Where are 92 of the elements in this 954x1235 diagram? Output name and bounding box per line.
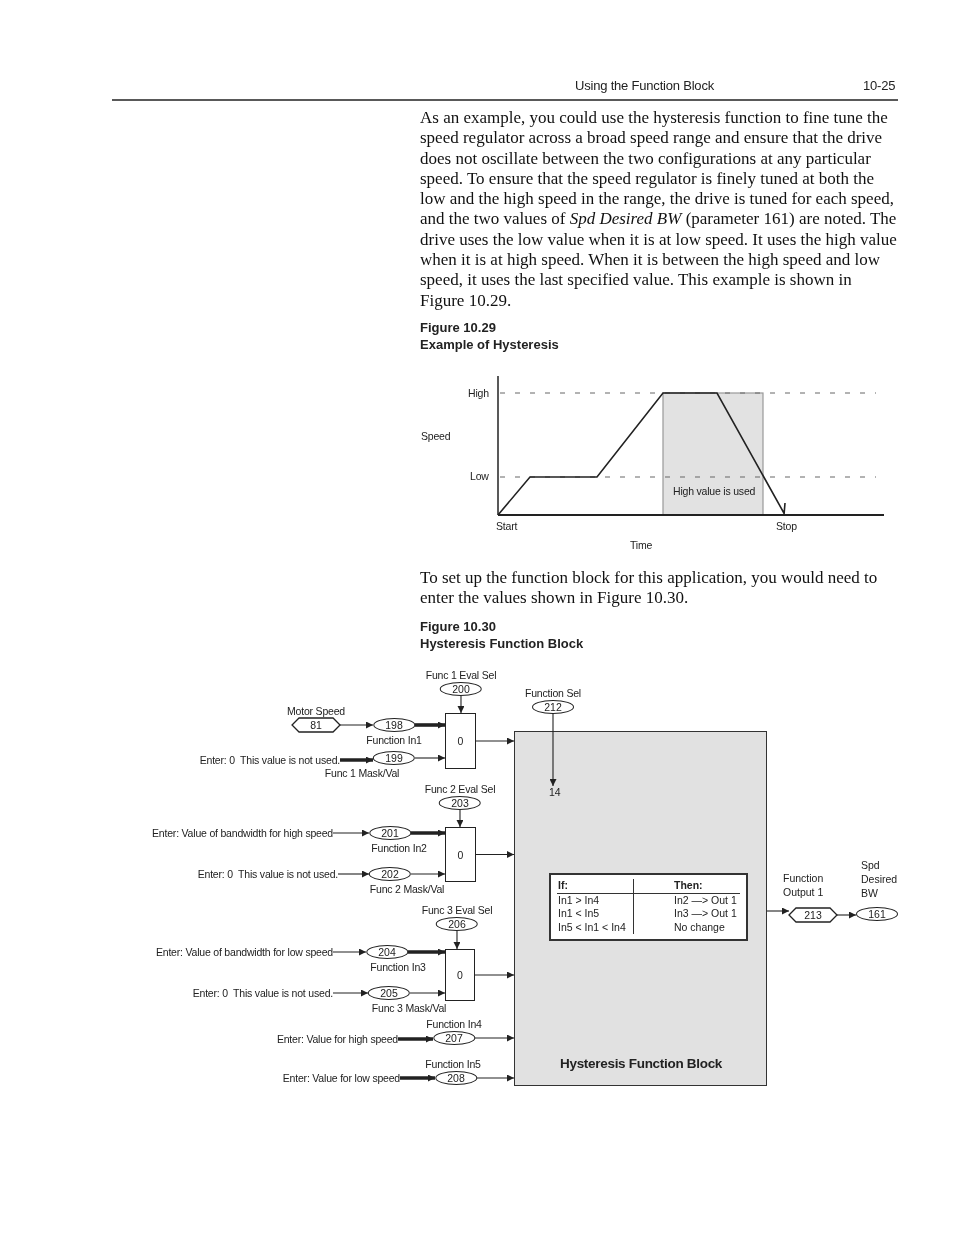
column-header: Then: <box>634 879 740 894</box>
parameter-oval: 199 <box>373 751 415 765</box>
figure-title: Hysteresis Function Block <box>420 636 584 651</box>
input-note: Enter: Value for high speed <box>276 1033 398 1045</box>
input-note: Enter: 0 This value is not used. <box>192 987 333 999</box>
arrow <box>410 870 446 878</box>
input-note: Enter: 0 This value is not used. <box>197 868 338 880</box>
axis-title: Speed <box>421 430 451 442</box>
table-cell: In1 > In4 <box>557 893 634 907</box>
parameter-oval: 161 <box>856 907 898 921</box>
selector-box: 0 <box>445 827 476 882</box>
arrow <box>474 1034 515 1042</box>
column-header: If: <box>557 879 634 894</box>
arrow <box>836 911 857 919</box>
arrow <box>766 907 790 915</box>
parameter-label: Function In2 <box>371 842 427 854</box>
figure-number: Figure 10.29 <box>420 320 496 335</box>
arrow <box>332 948 367 956</box>
table-cell: In1 < In5 <box>557 907 634 921</box>
input-note: Enter: Value of bandwidth for high speed <box>152 827 333 839</box>
arrow <box>332 989 369 997</box>
parameter-label: Function Output 1 <box>783 871 825 899</box>
parameter-oval: 207 <box>433 1031 475 1045</box>
page-number: 10-25 <box>863 80 896 92</box>
parameter-oval: 206 <box>436 917 478 931</box>
arrow <box>411 829 445 837</box>
parameter-label: Function In5 <box>425 1058 481 1070</box>
arrow <box>332 829 370 837</box>
axis-title: Time <box>630 539 653 551</box>
parameter-oval: 200 <box>440 682 482 696</box>
parameter-label: Func 1 Mask/Val <box>324 767 400 779</box>
input-note: Enter: Value of bandwidth for low speed <box>155 946 333 958</box>
parameter-label: Func 3 Mask/Val <box>371 1002 447 1014</box>
table-cell: In5 < In1 < In4 <box>557 920 634 934</box>
input-note: Enter: Value for low speed <box>282 1072 400 1084</box>
arrow <box>398 1035 433 1043</box>
body-paragraph: As an example, you could use the hysteresis function to fine tune the speed regulator across a broad speed range and ensure that the drive does not oscillate between the two configurations at any particular speed. To ensure that the speed regulator is finely tuned at both the low and the high speed in the range, the drive is tuned for each speed, and the two values of Spd Desired BW (parameter 161) are noted. The drive uses the low value when it is at low speed. It uses the high value when it is at high speed. When it is between the high speed and low speed, it uses the last specified value. This example is shown in Figure 10.29. <box>420 108 898 311</box>
parameter-label: Function Sel <box>525 687 581 699</box>
parameter-label: Motor Speed <box>287 705 345 717</box>
table-cell-text: No change <box>673 920 726 934</box>
figure-number: Figure 10.30 <box>420 619 496 634</box>
arrow <box>408 948 445 956</box>
parameter-oval: 212 <box>532 700 574 714</box>
arrow <box>400 1074 435 1082</box>
arrow <box>415 721 445 729</box>
arrow <box>453 930 461 950</box>
rule-table <box>549 873 748 941</box>
axis-tick-label: Start <box>496 520 518 532</box>
arrow <box>340 756 373 764</box>
arrow <box>457 695 465 714</box>
figure-title: Example of Hysteresis <box>420 337 559 352</box>
parameter-oval: 201 <box>369 826 411 840</box>
parameter-hexagon: 213 <box>789 908 837 922</box>
axis-tick-label: Low <box>470 470 489 482</box>
input-note: Enter: 0 This value is not used. <box>199 754 340 766</box>
arrow <box>337 870 370 878</box>
parameter-hexagon: 81 <box>292 718 340 732</box>
block-title: Hysteresis Function Block <box>560 1056 723 1071</box>
function-block <box>514 731 767 1086</box>
parameter-label: Func 2 Eval Sel <box>424 783 496 795</box>
parameter-oval: 205 <box>368 986 410 1000</box>
parameter-oval: 208 <box>435 1071 477 1085</box>
arrow <box>549 713 557 787</box>
arrow <box>339 721 374 729</box>
parameter-label: Function In4 <box>426 1018 482 1030</box>
page-header: Using the Function Block <box>575 80 714 92</box>
selector-box: 0 <box>445 949 475 1001</box>
arrow <box>409 989 446 997</box>
table-cell-text: In2 —> Out 1 <box>673 893 738 907</box>
parameter-oval: 198 <box>373 718 415 732</box>
parameter-label: Func 3 Eval Sel <box>421 904 493 916</box>
parameter-label: Func 2 Mask/Val <box>369 883 445 895</box>
selector-box: 0 <box>445 713 476 769</box>
axis-tick-label: Stop <box>776 520 797 532</box>
table-cell-text: In3 —> Out 1 <box>673 907 738 921</box>
arrow <box>475 851 515 858</box>
arrow <box>476 1074 515 1082</box>
arrow <box>414 754 446 762</box>
region-label: High value is used <box>673 485 756 497</box>
selector-value: 14 <box>549 786 561 798</box>
parameter-oval: 204 <box>366 945 408 959</box>
parameter-label: Spd Desired BW <box>861 858 899 900</box>
parameter-label: Function In3 <box>370 961 426 973</box>
arrow <box>456 809 464 828</box>
parameter-label: Function In1 <box>366 734 422 746</box>
parameter-oval: 203 <box>439 796 481 810</box>
arrow <box>475 737 515 745</box>
parameter-label: Func 1 Eval Sel <box>425 669 497 681</box>
parameter-oval: 202 <box>369 867 411 881</box>
body-paragraph: To set up the function block for this application, you would need to enter the values shown in Figure 10.30. <box>420 568 879 609</box>
arrow <box>474 971 515 979</box>
axis-tick-label: High <box>468 387 489 399</box>
